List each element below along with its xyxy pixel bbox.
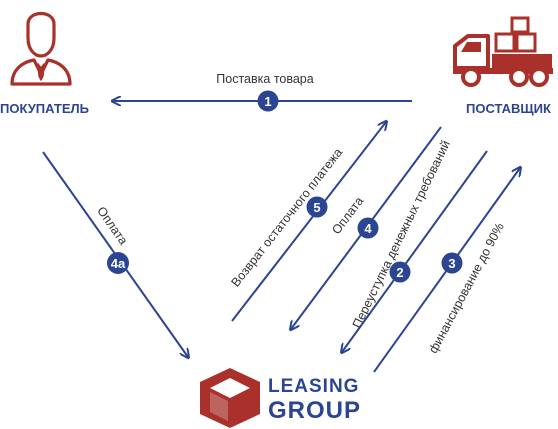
svg-text:5: 5 [313,200,320,215]
logo-text-group: GROUP [268,397,361,424]
supplier-label: ПОСТАВЩИК [466,101,551,116]
arrow-claims-assignment [342,150,488,352]
flow-1-badge: 1 [257,90,279,112]
flow-5-label: Возврат остаточного платежа [229,146,346,290]
flow-3-label: финансирование до 90% [426,221,507,356]
flow-1-label: Поставка товара [216,72,313,86]
businessman-icon [10,11,72,86]
flow-4a-badge: 4а [107,252,129,274]
flow-4-badge: 4 [357,217,379,239]
svg-text:1: 1 [264,94,271,109]
svg-text:3: 3 [448,256,455,271]
svg-text:4: 4 [364,221,372,236]
flow-3-badge: 3 [441,252,463,274]
flow-4a-label: Оплата [94,204,130,247]
buyer-label: ПОКУПАТЕЛЬ [0,101,89,116]
cube-icon [200,368,260,428]
flow-5-badge: 5 [306,196,328,218]
svg-text:4а: 4а [111,256,126,271]
svg-text:2: 2 [396,265,403,280]
flow-2-badge: 2 [389,261,411,283]
logo-text-leasing: LEASING [268,376,359,397]
arrow-residual-return [231,122,386,322]
delivery-truck-icon [453,16,553,87]
